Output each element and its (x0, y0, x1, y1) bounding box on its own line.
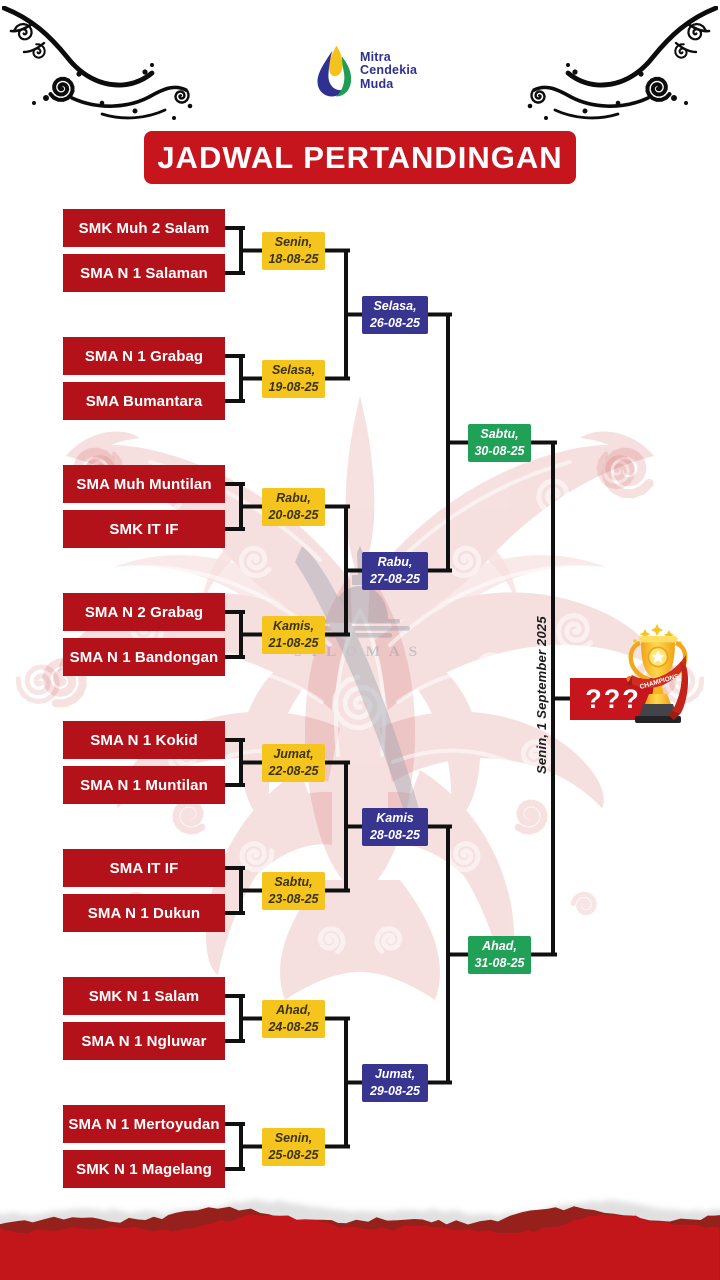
match-date-box: Senin, 18-08-25 (262, 232, 325, 270)
team-name: SMK IT IF (109, 520, 179, 538)
match-date-day: Selasa, (271, 363, 316, 377)
team-name: SMA N 1 Muntilan (80, 776, 208, 794)
match-date-day: Jumat, (273, 747, 314, 761)
team-name: SMA N 2 Grabag (84, 603, 204, 621)
match-date-day: Rabu, (276, 491, 311, 505)
match-date-box: Kamis, 21-08-25 (262, 616, 325, 654)
team-name: SMA Bumantara (85, 392, 203, 410)
team-name: SMK Muh 2 Salam (78, 219, 210, 237)
quarterfinal-date-box: Jumat, 29-08-25 (362, 1064, 428, 1102)
match-date-day: Jumat, (374, 1067, 416, 1081)
match-date-date: 21-08-25 (268, 636, 319, 650)
match-date-box: Jumat, 22-08-25 (262, 744, 325, 782)
semifinal-date-box: Sabtu, 30-08-25 (468, 424, 531, 462)
quarterfinal-date-box: Rabu, 27-08-25 (362, 552, 428, 590)
match-date-date: 24-08-25 (268, 1020, 319, 1034)
team-name: SMA N 1 Kokid (90, 731, 198, 749)
match-date-date: 26-08-25 (369, 316, 421, 330)
team-box: SMK IT IF (63, 510, 225, 548)
match-date-box: Senin, 25-08-25 (262, 1128, 325, 1166)
team-box: SMA IT IF (63, 849, 225, 887)
match-date-box: Ahad, 24-08-25 (262, 1000, 325, 1038)
team-name: SMA IT IF (109, 859, 179, 877)
match-date-date: 23-08-25 (268, 892, 319, 906)
match-date-day: Kamis (376, 811, 414, 825)
team-name: SMA N 1 Bandongan (69, 648, 219, 666)
page-title: JADWAL PERTANDINGAN (157, 139, 563, 175)
match-date-date: 25-08-25 (268, 1148, 319, 1162)
team-name: SMK N 1 Magelang (76, 1160, 212, 1178)
logo-line-2: Cendekia (360, 63, 418, 78)
team-box: SMA N 1 Kokid (63, 721, 225, 759)
team-box: SMA Muh Muntilan (63, 465, 225, 503)
semifinal-date-box: Ahad, 31-08-25 (468, 936, 531, 974)
team-name: SMA N 1 Dukun (87, 904, 201, 922)
team-box: SMA N 1 Bandongan (63, 638, 225, 676)
torn-paper-edge (0, 1199, 720, 1280)
team-name: SMA Muh Muntilan (76, 475, 212, 493)
logo-line-3: Muda (360, 76, 394, 91)
team-box: SMA N 1 Salaman (63, 254, 225, 292)
team-name: SMA N 1 Grabag (84, 347, 204, 365)
match-date-box: Selasa, 19-08-25 (262, 360, 325, 398)
team-box: SMK Muh 2 Salam (63, 209, 225, 247)
match-date-box: Sabtu, 23-08-25 (262, 872, 325, 910)
match-date-date: 18-08-25 (268, 252, 319, 266)
match-date-date: 28-08-25 (369, 828, 421, 842)
match-date-date: 19-08-25 (268, 380, 319, 394)
team-name: SMA N 1 Mertoyudan (68, 1115, 220, 1133)
match-date-box: Rabu, 20-08-25 (262, 488, 325, 526)
flourish-left-icon (2, 6, 193, 120)
final-date-rotated: Senin, 1 September 2025 (534, 616, 549, 774)
match-date-date: 30-08-25 (474, 444, 525, 458)
match-date-day: Sabtu, (274, 875, 313, 889)
logo-line-1: Mitra (360, 49, 391, 64)
team-name: SMA N 1 Salaman (80, 264, 208, 282)
quarterfinal-date-box: Kamis 28-08-25 (362, 808, 428, 846)
team-box: SMA N 1 Grabag (63, 337, 225, 375)
flourish-right-icon (527, 6, 718, 120)
match-date-day: Sabtu, (480, 427, 519, 441)
match-date-day: Rabu, (377, 555, 413, 569)
match-date-day: Senin, (274, 235, 313, 249)
team-box: SMK N 1 Magelang (63, 1150, 225, 1188)
match-date-date: 31-08-25 (474, 956, 525, 970)
team-box: SMA N 1 Ngluwar (63, 1022, 225, 1060)
match-date-date: 29-08-25 (369, 1084, 421, 1098)
champion-placeholder: ??? (585, 683, 641, 714)
team-box: SMK N 1 Salam (63, 977, 225, 1015)
quarterfinal-date-box: Selasa, 26-08-25 (362, 296, 428, 334)
logo: Mitra Cendekia Muda (316, 45, 417, 97)
match-date-date: 27-08-25 (369, 572, 421, 586)
team-box: SMA N 1 Muntilan (63, 766, 225, 804)
team-box: SMA N 2 Grabag (63, 593, 225, 631)
title-banner: JADWAL PERTANDINGAN (144, 131, 576, 184)
match-date-day: Selasa, (373, 299, 417, 313)
team-name: SMK N 1 Salam (88, 987, 200, 1005)
team-name: SMA N 1 Ngluwar (81, 1032, 207, 1050)
match-date-date: 22-08-25 (268, 764, 319, 778)
logo-drop-icon (317, 45, 352, 97)
team-box: SMA N 1 Mertoyudan (63, 1105, 225, 1143)
match-date-day: Kamis, (273, 619, 314, 633)
match-date-day: Ahad, (482, 939, 517, 953)
match-date-day: Ahad, (276, 1003, 311, 1017)
team-box: SMA N 1 Dukun (63, 894, 225, 932)
trophy-icon: CHAMPIONS (626, 624, 689, 723)
match-date-date: 20-08-25 (268, 508, 319, 522)
team-box: SMA Bumantara (63, 382, 225, 420)
logo-text: Mitra Cendekia Muda (360, 49, 418, 92)
match-date-day: Senin, (274, 1131, 313, 1145)
